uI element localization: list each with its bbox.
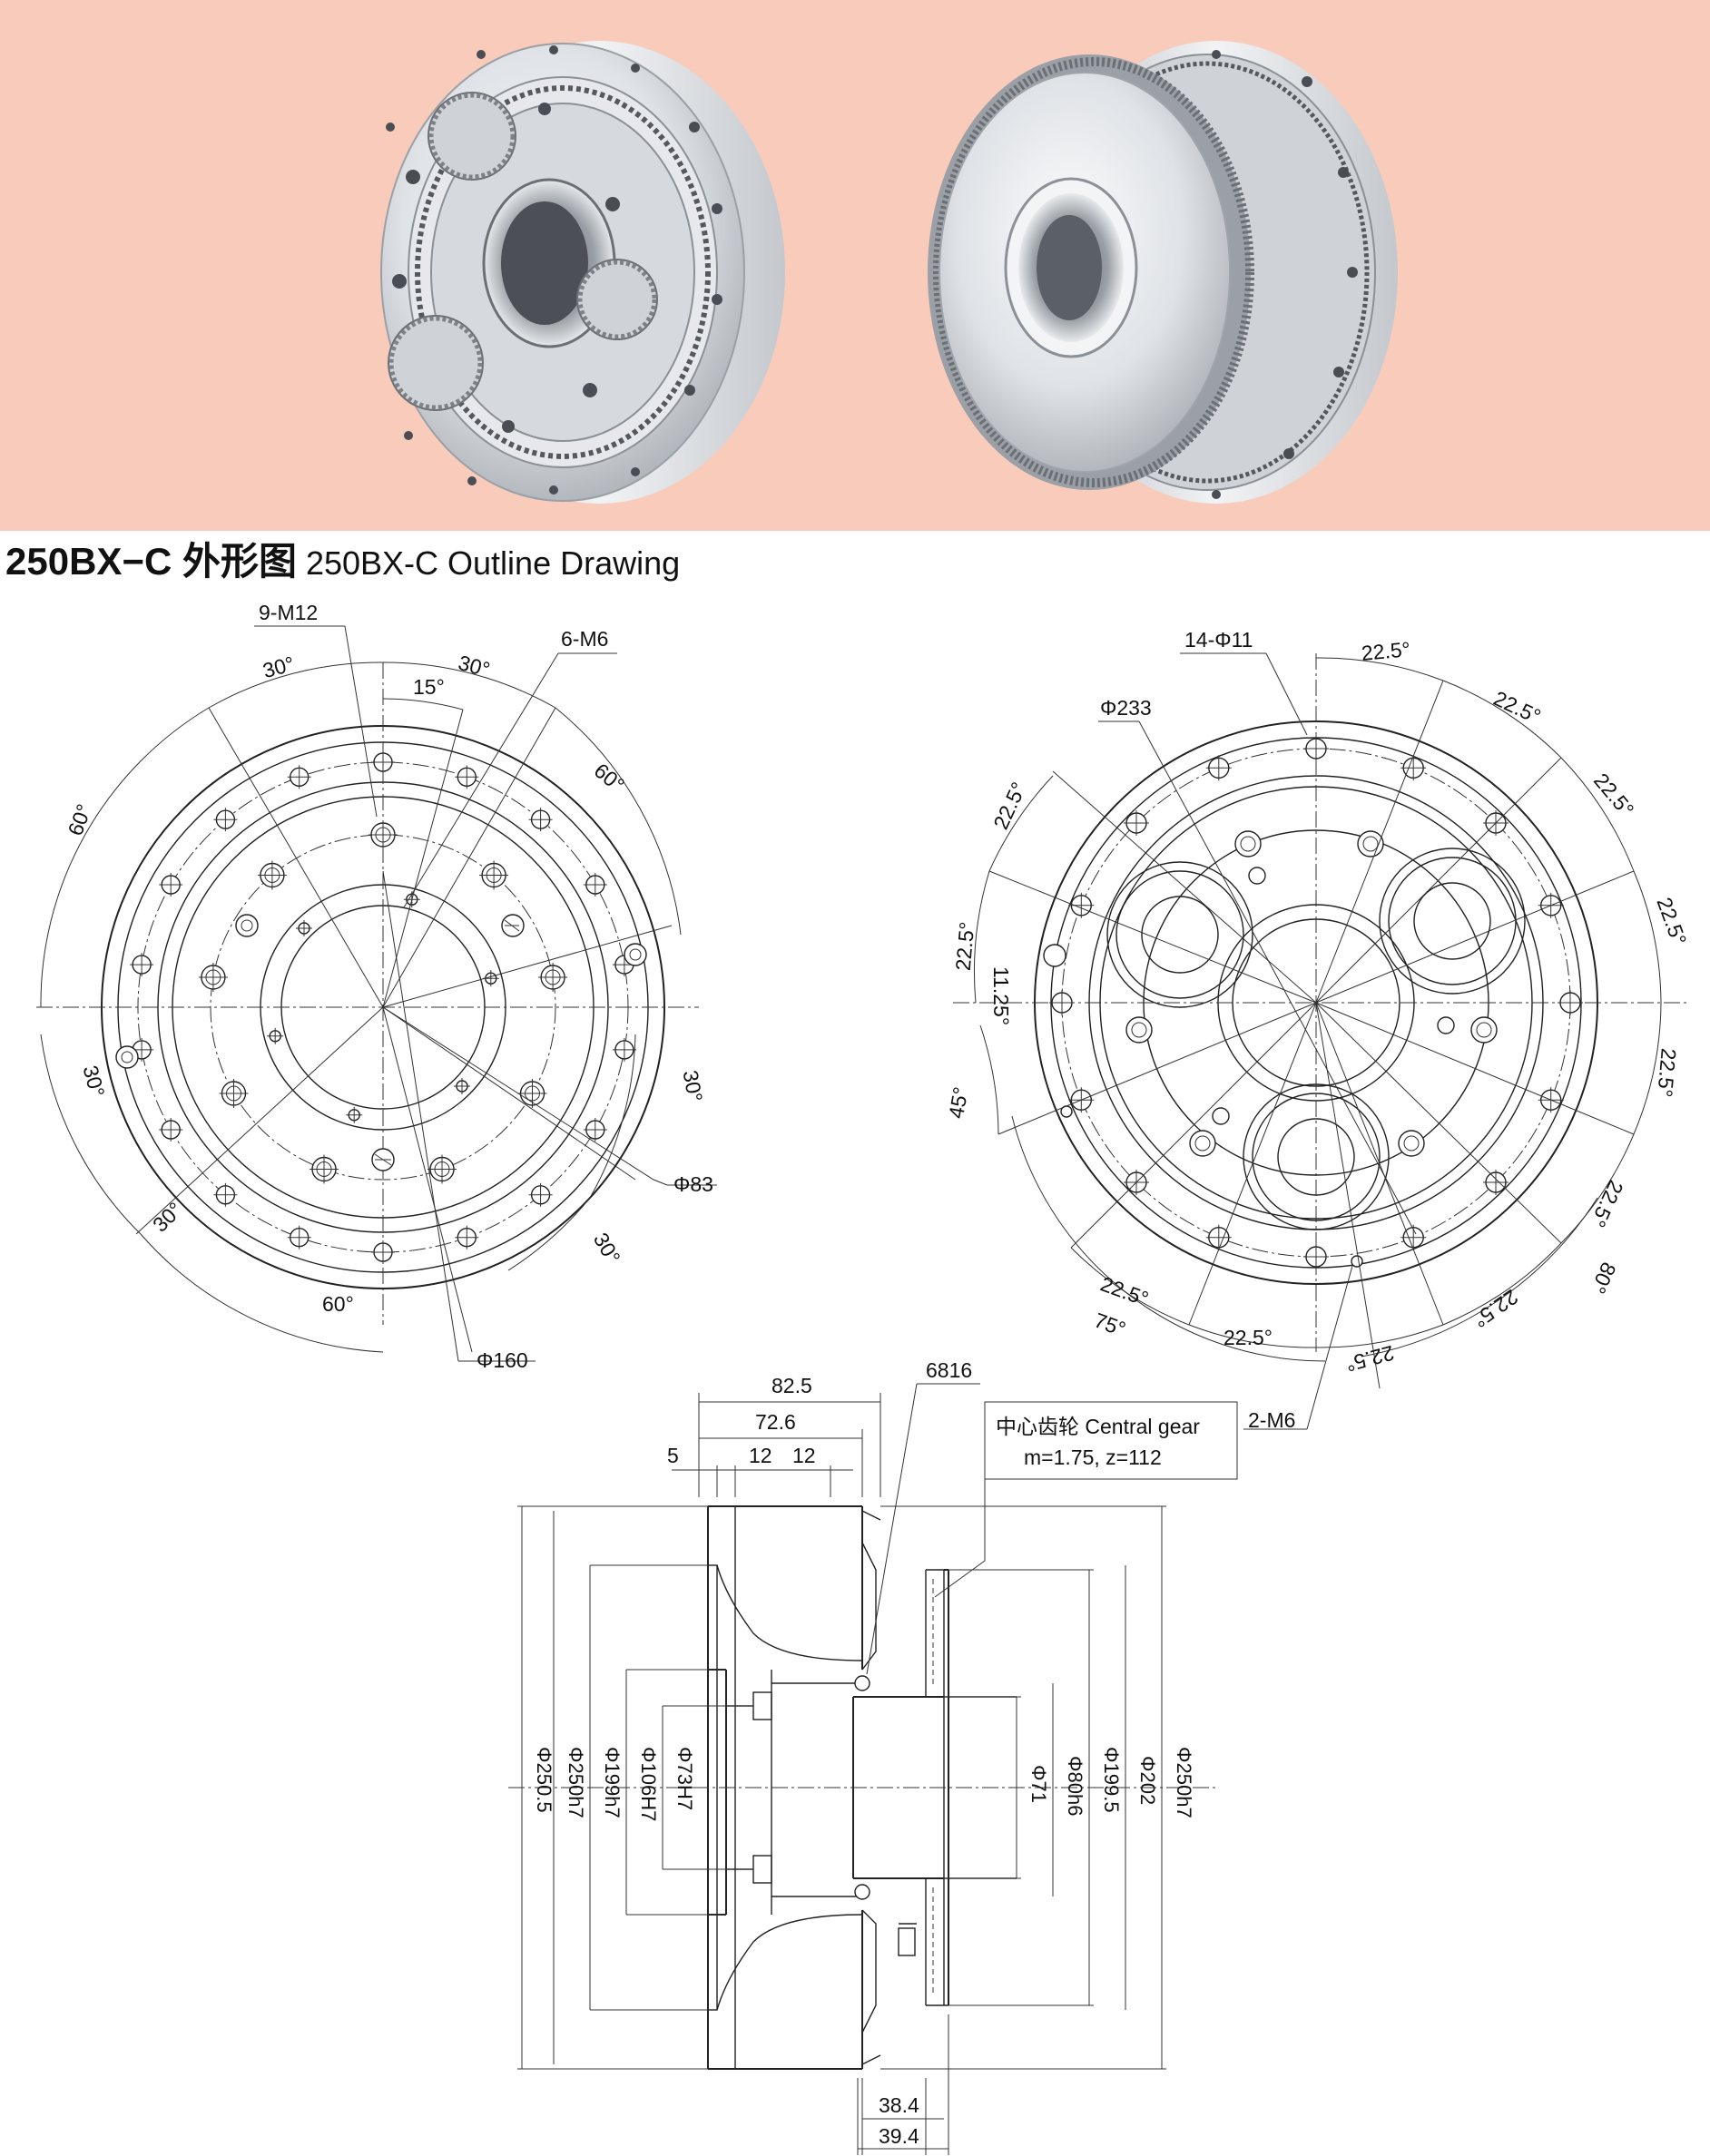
photo-canvas [380,41,1398,504]
label-angle: 22.5° [1469,1285,1522,1332]
label-angle: 22.5° [951,921,979,972]
label-14-d11: 14-Φ11 [1184,628,1253,652]
reducer-back-photo [928,41,1398,504]
side-vertical-dimensions [517,1505,1166,2070]
label-d202: Φ202 [1136,1756,1159,1805]
label-12: 12 [792,1444,816,1467]
label-angle: 30° [260,652,297,682]
label-2-m6: 2-M6 [1248,1408,1295,1432]
label-9-m12: 9-M12 [259,601,318,624]
label-6-m6: 6-M6 [561,627,608,651]
label-angle: 30° [679,1068,708,1103]
label-d199h7: Φ199h7 [601,1747,624,1818]
label-angle: 22.5° [1653,1047,1681,1098]
rear-inner-holes [1043,830,1498,1268]
label-5: 5 [667,1444,679,1467]
m12-hole-inner [545,969,561,985]
label-angle: 30° [78,1063,109,1099]
label-angle: 22.5° [1652,894,1691,948]
central-gear-callout [984,1401,1238,1480]
m12-hole-inner [226,1085,241,1102]
m12-hole-inner [525,1085,540,1102]
label-38-4: 38.4 [879,2093,919,2117]
reducer-front-photo [380,41,785,504]
label-d80h6: Φ80h6 [1064,1756,1086,1817]
label-d250h7: Φ250h7 [565,1747,587,1818]
label-angle: 60° [322,1292,354,1316]
rear-14-d11-holes [1049,736,1583,1269]
label-82-5: 82.5 [771,1374,812,1397]
label-d250h7-right: Φ250h7 [1173,1747,1195,1818]
label-d250-5: Φ250.5 [533,1747,555,1813]
product-photo-band [0,0,1710,531]
rear-view: 14-Φ11 Φ233 2-M6 22.5° 22.5° 22.5° 22.5°… [944,628,1691,1432]
label-angle: 30° [456,651,492,681]
front-m12-holes [198,820,568,1184]
label-angle: 11.25° [989,966,1013,1025]
title-model: 250BX−C 外形图 [5,540,297,583]
label-angle: 80° [1587,1259,1621,1298]
label-d83: Φ83 [673,1172,713,1196]
label-angle: 60° [590,759,629,797]
label-central-gear: 中心齿轮 Central gear [996,1415,1200,1438]
label-angle: 22.5° [1589,769,1639,821]
m12-hole-inner [316,1161,332,1177]
rear-dimension-lines [973,652,1662,1430]
m12-hole-inner [264,867,280,883]
front-special-holes [115,914,647,1171]
label-angle: 60° [64,801,96,839]
label-d106h7: Φ106H7 [637,1747,660,1821]
side-horizontal-dimensions [672,1383,986,2155]
label-angle: 22.5° [1361,637,1411,665]
label-angle: 22.5° [988,779,1030,833]
label-d160: Φ160 [477,1348,528,1372]
front-outer-bolt-holes [130,750,636,1264]
label-39-4: 39.4 [879,2124,919,2148]
label-bearing-6816: 6816 [926,1358,972,1382]
m12-hole-inner [205,969,221,985]
label-angle: 15° [413,675,445,699]
front-view: 9-M12 6-M6 Φ83 Φ160 30° 30° 15° 60° 60° … [36,601,717,1372]
label-angle: 22.5° [1490,686,1545,728]
label-d73h7: Φ73H7 [673,1747,696,1810]
label-d199-5: Φ199.5 [1100,1747,1123,1813]
label-angle: 22.5° [1097,1272,1152,1311]
side-labels: 82.5 72.6 5 12 12 6816 中心齿轮 Central gear… [533,1358,1238,2148]
title-english: 250BX-C Outline Drawing [305,544,681,582]
m12-hole-inner [486,867,502,883]
label-72-6: 72.6 [755,1410,796,1434]
side-section-view: 82.5 72.6 5 12 12 6816 中心齿轮 Central gear… [508,1358,1238,2155]
label-angle: 22.5° [1586,1177,1627,1231]
label-gear-spec: m=1.75, z=112 [1024,1446,1162,1469]
label-angle: 45° [944,1085,973,1121]
label-angle: 22.5° [1224,1326,1273,1349]
label-12: 12 [749,1444,772,1467]
m12-hole-inner [375,827,391,843]
label-angle: 75° [1091,1308,1129,1341]
m12-hole-inner [434,1161,450,1177]
label-angle: 30° [589,1229,625,1268]
front-dimension-lines [40,625,717,1362]
label-d71: Φ71 [1027,1765,1050,1803]
label-d233: Φ233 [1100,696,1152,720]
